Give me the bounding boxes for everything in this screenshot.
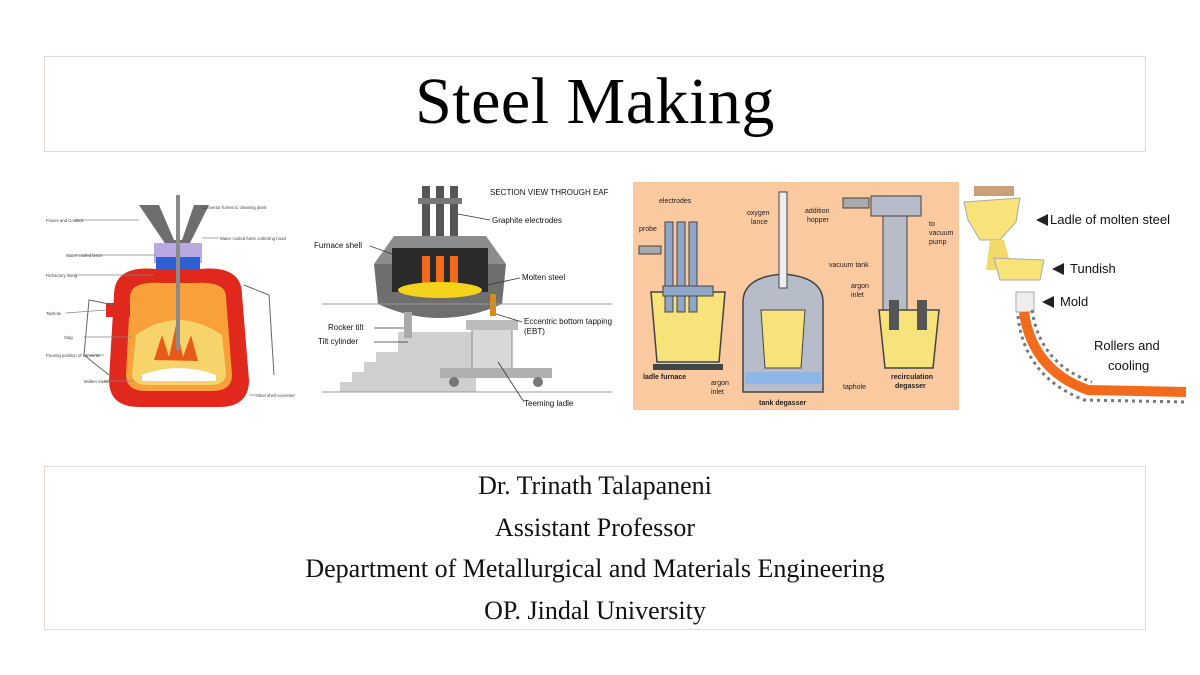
title-frame: Steel Making [44,56,1146,152]
eaf-label-molten-steel: Molten steel [522,273,565,282]
deg-label-oxygen-1: oxygen [747,210,770,217]
eaf-section-illustration: SECTION VIEW THROUGH EAF [312,182,628,412]
deg-label-taphole: taphole [843,384,866,391]
deg-label-addition-2: hopper [807,217,829,224]
molten-steel-pool [398,282,482,298]
ladle-furnace-vessel [650,291,726,363]
cc-label-tundish: Tundish [1070,261,1116,276]
author-info-frame: Dr. Trinath Talapaneni Assistant Profess… [44,466,1146,630]
deg-label-recirc-2: degasser [895,383,926,390]
bof-label-fumes: Convertor fumes to cleaning plant [202,205,267,210]
cc-label-rollers-1: Rollers and [1094,338,1160,353]
eaf-label-ebt-2: (EBT) [524,327,545,336]
eaf-label-tilt: Tilt cylinder [318,337,358,346]
electrode-1 [422,186,430,256]
eaf-label-furnace-shell: Furnace shell [314,241,362,250]
slide-title: Steel Making [415,65,775,138]
deg-label-oxygen-2: lance [751,219,768,226]
cc-label-mold: Mold [1060,294,1088,309]
continuous-casting-illustration: Ladle of molten steel Tundish Mold Rolle… [960,180,1190,412]
strand-path [1019,311,1187,397]
deg-label-tank-degasser: tank degasser [759,400,806,407]
deg-label-electrodes: electrodes [659,198,692,205]
eaf-label-graphite: Graphite electrodes [492,216,562,225]
fume-hood-shape [139,205,209,245]
bof-label-shell: Steel shell converter [256,393,295,398]
bof-label-slag: Slag [64,335,73,340]
recirc-degasser-vessel [878,309,940,369]
eaf-label-rocker: Rocker tilt [328,323,364,332]
cc-label-rollers-2: cooling [1108,358,1149,373]
deg-label-recirc-1: recirculation [891,374,933,381]
bof-label-taphole: Taphole [46,311,62,316]
deg-label-pump-1: to [929,221,935,228]
deg-label-ladle-furnace: ladle furnace [643,374,686,381]
tundish-shape [993,257,1045,281]
deg-label-pump-3: pump [929,239,947,246]
cc-label-ladle: Ladle of molten steel [1050,212,1170,227]
bof-converter-illustration: Convertor fumes to cleaning plant Water … [44,185,306,410]
author-role: Assistant Professor [494,512,696,542]
author-name: Dr. Trinath Talapaneni [478,471,712,500]
author-university: OP. Jindal University [484,595,706,625]
bof-label-lance: Water cooled lance [66,253,103,258]
electrode-2 [436,186,444,256]
bof-label-molten: Molten metal [84,379,109,384]
eaf-label-ebt-1: Eccentric bottom tapping [524,317,612,326]
deg-label-argon-2: inlet [851,292,864,299]
ladle-shape [963,197,1021,241]
deg-label-pump-2: vacuum [929,230,954,237]
deg-label-vacuum-tank: vacuum tank [829,262,869,269]
bof-label-fluxes: Fluxes and Coolant [46,218,84,223]
author-department: Department of Metallurgical and Material… [305,554,885,583]
bof-label-lining: Refractory lining [46,273,78,278]
deg-label-argon-1: argon [851,283,869,290]
mold-shape [1015,291,1035,313]
deg-label-addition-1: addition [805,208,830,215]
eaf-label-teeming: Teeming ladle [524,399,574,408]
bof-label-pouring: Pouring position of converter [46,353,101,358]
electrode-3 [450,186,458,256]
eaf-heading: SECTION VIEW THROUGH EAF [490,188,609,197]
deg-label-argon-b1: argon [711,380,729,387]
deg-label-argon-b2: inlet [711,389,724,396]
bof-label-hood: Water cooled fume collecting hood [220,236,286,241]
degassing-processes-illustration: electrodes probe oxygen lance addition h… [633,182,959,410]
deg-label-probe: probe [639,226,657,233]
